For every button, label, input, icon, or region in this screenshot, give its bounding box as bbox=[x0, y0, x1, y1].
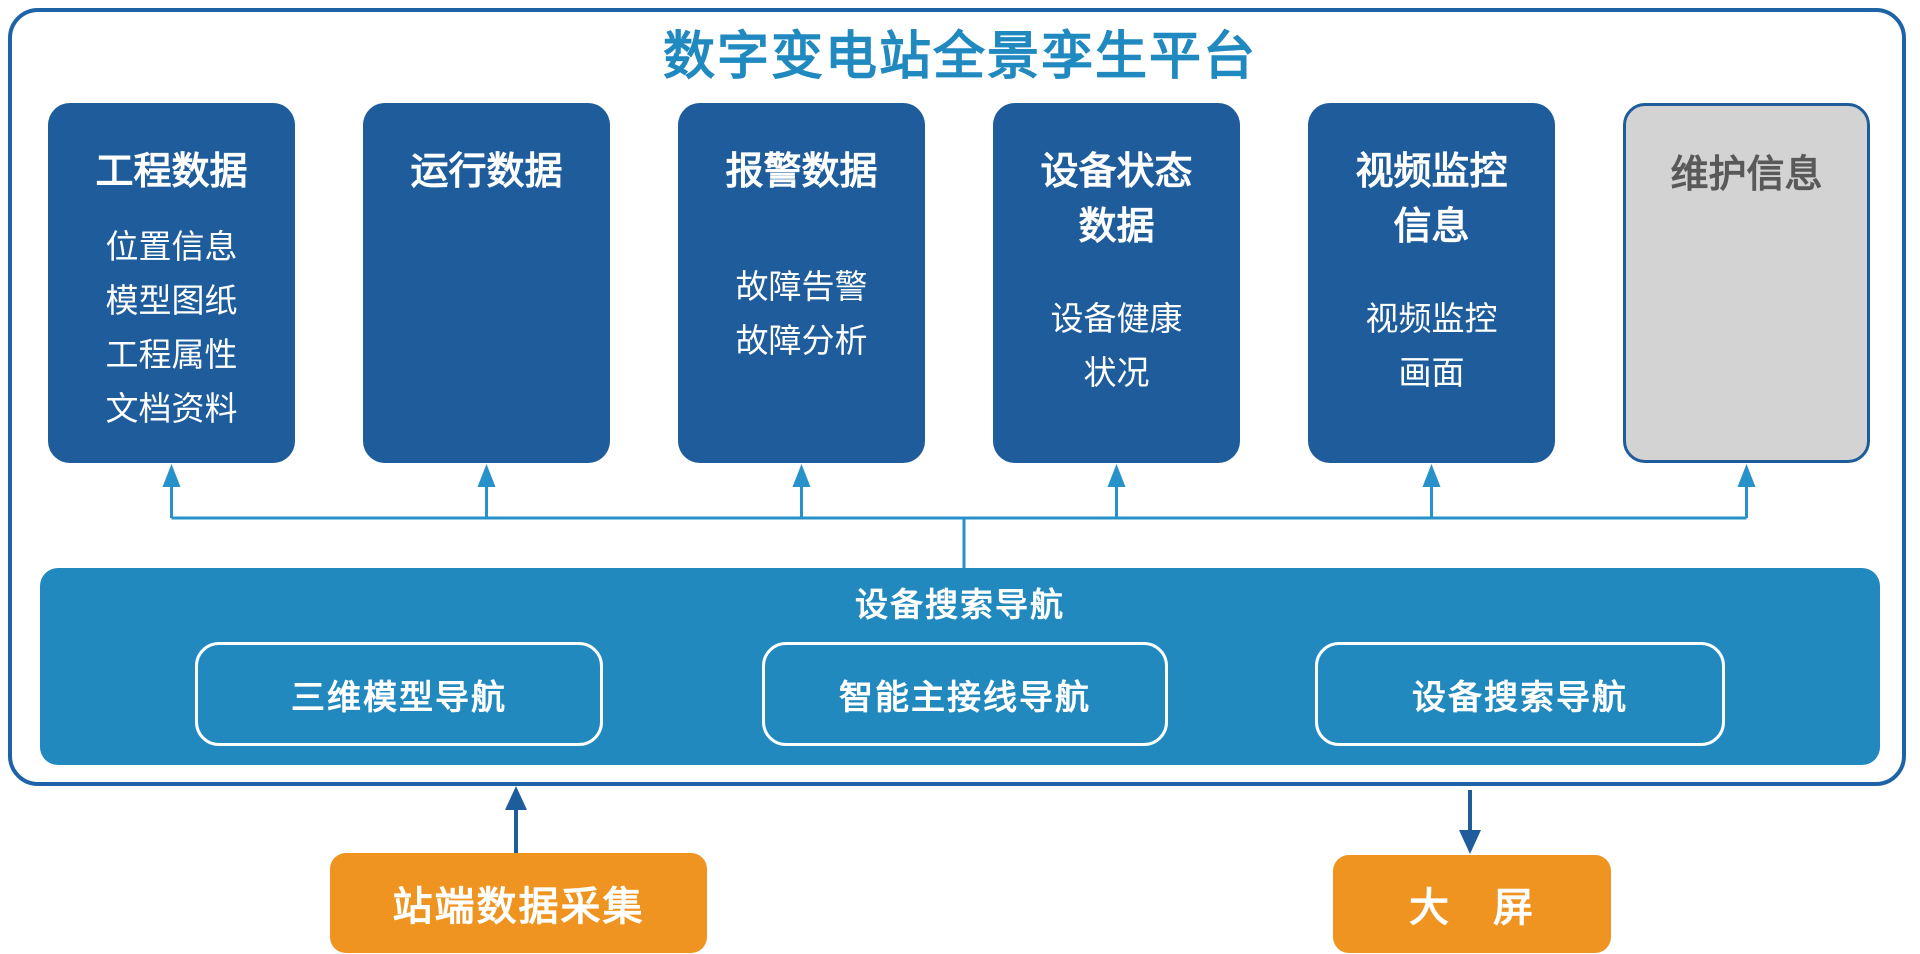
card-items: 位置信息 模型图纸 工程属性 文档资料 bbox=[105, 228, 238, 427]
card-title: 设备状态 数据 bbox=[1040, 151, 1193, 248]
nav-button-device-search: 设备搜索导航 bbox=[1315, 642, 1725, 746]
navigation-bar-title: 设备搜索导航 bbox=[855, 586, 1065, 623]
card-title: 视频监控 信息 bbox=[1355, 151, 1508, 248]
card-title: 工程数据 bbox=[95, 151, 248, 193]
arrow-down-icon bbox=[1459, 830, 1481, 854]
card-engineering-data: 工程数据 位置信息 模型图纸 工程属性 文档资料 bbox=[48, 103, 295, 463]
arrow-up-icon bbox=[505, 786, 527, 810]
card-title: 维护信息 bbox=[1670, 154, 1823, 196]
nav-button-3d-model: 三维模型导航 bbox=[195, 642, 603, 746]
card-title: 运行数据 bbox=[410, 151, 563, 193]
card-items: 设备健康 状况 bbox=[1050, 300, 1183, 391]
card-video-monitoring-info: 视频监控 信息 视频监控 画面 bbox=[1308, 103, 1555, 463]
navigation-bar: 设备搜索导航 三维模型导航 智能主接线导航 设备搜索导航 bbox=[40, 568, 1880, 765]
big-screen-box: 大 屏 bbox=[1333, 855, 1611, 953]
card-title: 报警数据 bbox=[725, 151, 878, 193]
platform-title: 数字变电站全景孪生平台 bbox=[662, 28, 1257, 86]
nav-button-main-wiring: 智能主接线导航 bbox=[762, 642, 1168, 746]
card-operation-data: 运行数据 bbox=[363, 103, 610, 463]
station-data-collection-box: 站端数据采集 bbox=[330, 853, 707, 953]
card-device-status-data: 设备状态 数据 设备健康 状况 bbox=[993, 103, 1240, 463]
card-items: 视频监控 画面 bbox=[1365, 300, 1498, 391]
card-maintenance-info: 维护信息 bbox=[1623, 103, 1870, 463]
card-items: 故障告警 故障分析 bbox=[735, 268, 868, 359]
card-alarm-data: 报警数据 故障告警 故障分析 bbox=[678, 103, 925, 463]
